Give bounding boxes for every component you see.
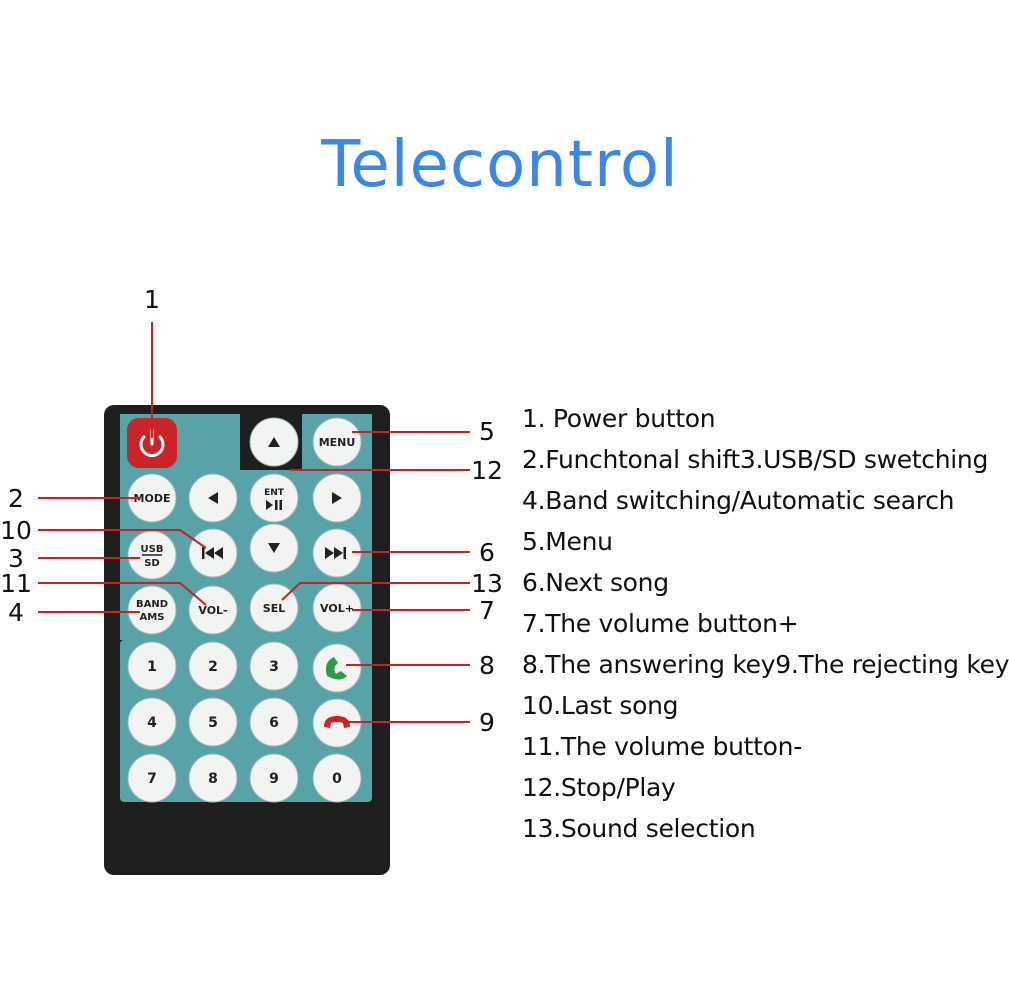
arrow-up-icon	[268, 437, 280, 447]
svg-text:0: 0	[332, 771, 342, 787]
digit-button-5[interactable]: 5	[188, 697, 238, 747]
page-title: Telecontrol	[321, 128, 679, 202]
svg-text:1: 1	[147, 659, 157, 675]
legend-item: 4.Band switching/Automatic search	[522, 486, 955, 515]
digit-button-7[interactable]: 7	[127, 753, 177, 803]
pointer-11	[38, 582, 207, 606]
mode-button-label: MODE	[134, 492, 171, 505]
previous-track-button[interactable]	[188, 528, 238, 578]
down-button[interactable]	[249, 523, 299, 573]
callout-11: 11	[0, 569, 32, 598]
menu-button-label: MENU	[319, 436, 356, 449]
legend-list: 1. Power button 2.Funchtonal shift3.USB/…	[522, 400, 1009, 851]
legend-item: 12.Stop/Play	[522, 773, 676, 802]
volume-down-label: VOL-	[198, 604, 227, 617]
right-button[interactable]	[312, 473, 362, 523]
sel-button-label: SEL	[263, 602, 285, 615]
legend-item: 8.The answering key9.The rejecting key	[522, 650, 1009, 679]
digit-button-3[interactable]: 3	[249, 641, 299, 691]
band-label: BAND	[136, 599, 168, 610]
callout-1: 1	[144, 285, 160, 314]
previous-track-icon	[202, 547, 223, 559]
ams-label: AMS	[140, 612, 165, 623]
callout-8: 8	[479, 651, 495, 680]
svg-text:6: 6	[269, 715, 279, 731]
left-button[interactable]	[188, 473, 238, 523]
legend-item: 11.The volume button-	[522, 732, 802, 761]
svg-text:5: 5	[208, 715, 218, 731]
legend-item: 1. Power button	[522, 404, 716, 433]
callout-10: 10	[0, 516, 32, 545]
callout-numbers: 1 5 12 2 10 3 6 11 13 4 7 8 9	[0, 285, 503, 737]
callout-pointers	[38, 322, 470, 723]
callout-3: 3	[8, 544, 24, 573]
sd-label: SD	[144, 558, 160, 569]
usb-label: USB	[141, 544, 164, 555]
svg-text:4: 4	[147, 715, 157, 731]
legend-item: 5.Menu	[522, 527, 613, 556]
arrow-down-icon	[268, 543, 280, 553]
svg-text:8: 8	[208, 771, 218, 787]
volume-up-button[interactable]: VOL+	[312, 583, 362, 633]
callout-12: 12	[471, 456, 503, 485]
callout-6: 6	[479, 538, 495, 567]
phone-reject-icon	[324, 716, 350, 728]
menu-button[interactable]: MENU	[312, 417, 362, 467]
answer-button[interactable]	[312, 643, 362, 693]
control-panel	[120, 414, 372, 752]
callout-4: 4	[8, 598, 24, 627]
digit-button-4[interactable]: 4	[127, 697, 177, 747]
legend-item: 13.Sound selection	[522, 814, 756, 843]
legend-item: 10.Last song	[522, 691, 679, 720]
usb-sd-button[interactable]: USB SD	[127, 530, 177, 580]
keypad-panel	[120, 640, 372, 802]
arrow-right-icon	[332, 492, 342, 504]
next-track-icon	[325, 547, 346, 559]
pointer-10	[38, 529, 207, 549]
ent-label: ENT	[264, 488, 285, 498]
digit-button-8[interactable]: 8	[188, 753, 238, 803]
volume-down-button[interactable]: VOL-	[188, 585, 238, 635]
svg-text:7: 7	[147, 771, 157, 787]
callout-9: 9	[479, 708, 495, 737]
mode-button[interactable]: MODE	[127, 473, 177, 523]
digit-button-0[interactable]: 0	[312, 753, 362, 803]
digit-button-9[interactable]: 9	[249, 753, 299, 803]
up-button[interactable]	[249, 417, 299, 467]
pointer-13	[281, 582, 470, 601]
play-pause-icon	[266, 500, 282, 510]
reject-button[interactable]	[312, 698, 362, 748]
digit-button-1[interactable]: 1	[127, 641, 177, 691]
svg-text:9: 9	[269, 771, 279, 787]
legend-item: 2.Funchtonal shift3.USB/SD swetching	[522, 445, 989, 474]
band-ams-button[interactable]: BAND AMS	[127, 585, 177, 635]
digit-button-6[interactable]: 6	[249, 697, 299, 747]
legend-item: 6.Next song	[522, 568, 669, 597]
callout-7: 7	[479, 596, 495, 625]
svg-text:3: 3	[269, 659, 279, 675]
callout-2: 2	[8, 484, 24, 513]
phone-answer-icon	[325, 657, 347, 680]
legend-item: 7.The volume button+	[522, 609, 799, 638]
arrow-left-icon	[208, 492, 218, 504]
callout-5: 5	[479, 417, 495, 446]
digit-button-2[interactable]: 2	[188, 641, 238, 691]
ent-play-pause-button[interactable]: ENT	[249, 473, 299, 523]
svg-text:2: 2	[208, 659, 218, 675]
callout-13: 13	[471, 569, 503, 598]
volume-up-label: VOL+	[320, 602, 354, 615]
